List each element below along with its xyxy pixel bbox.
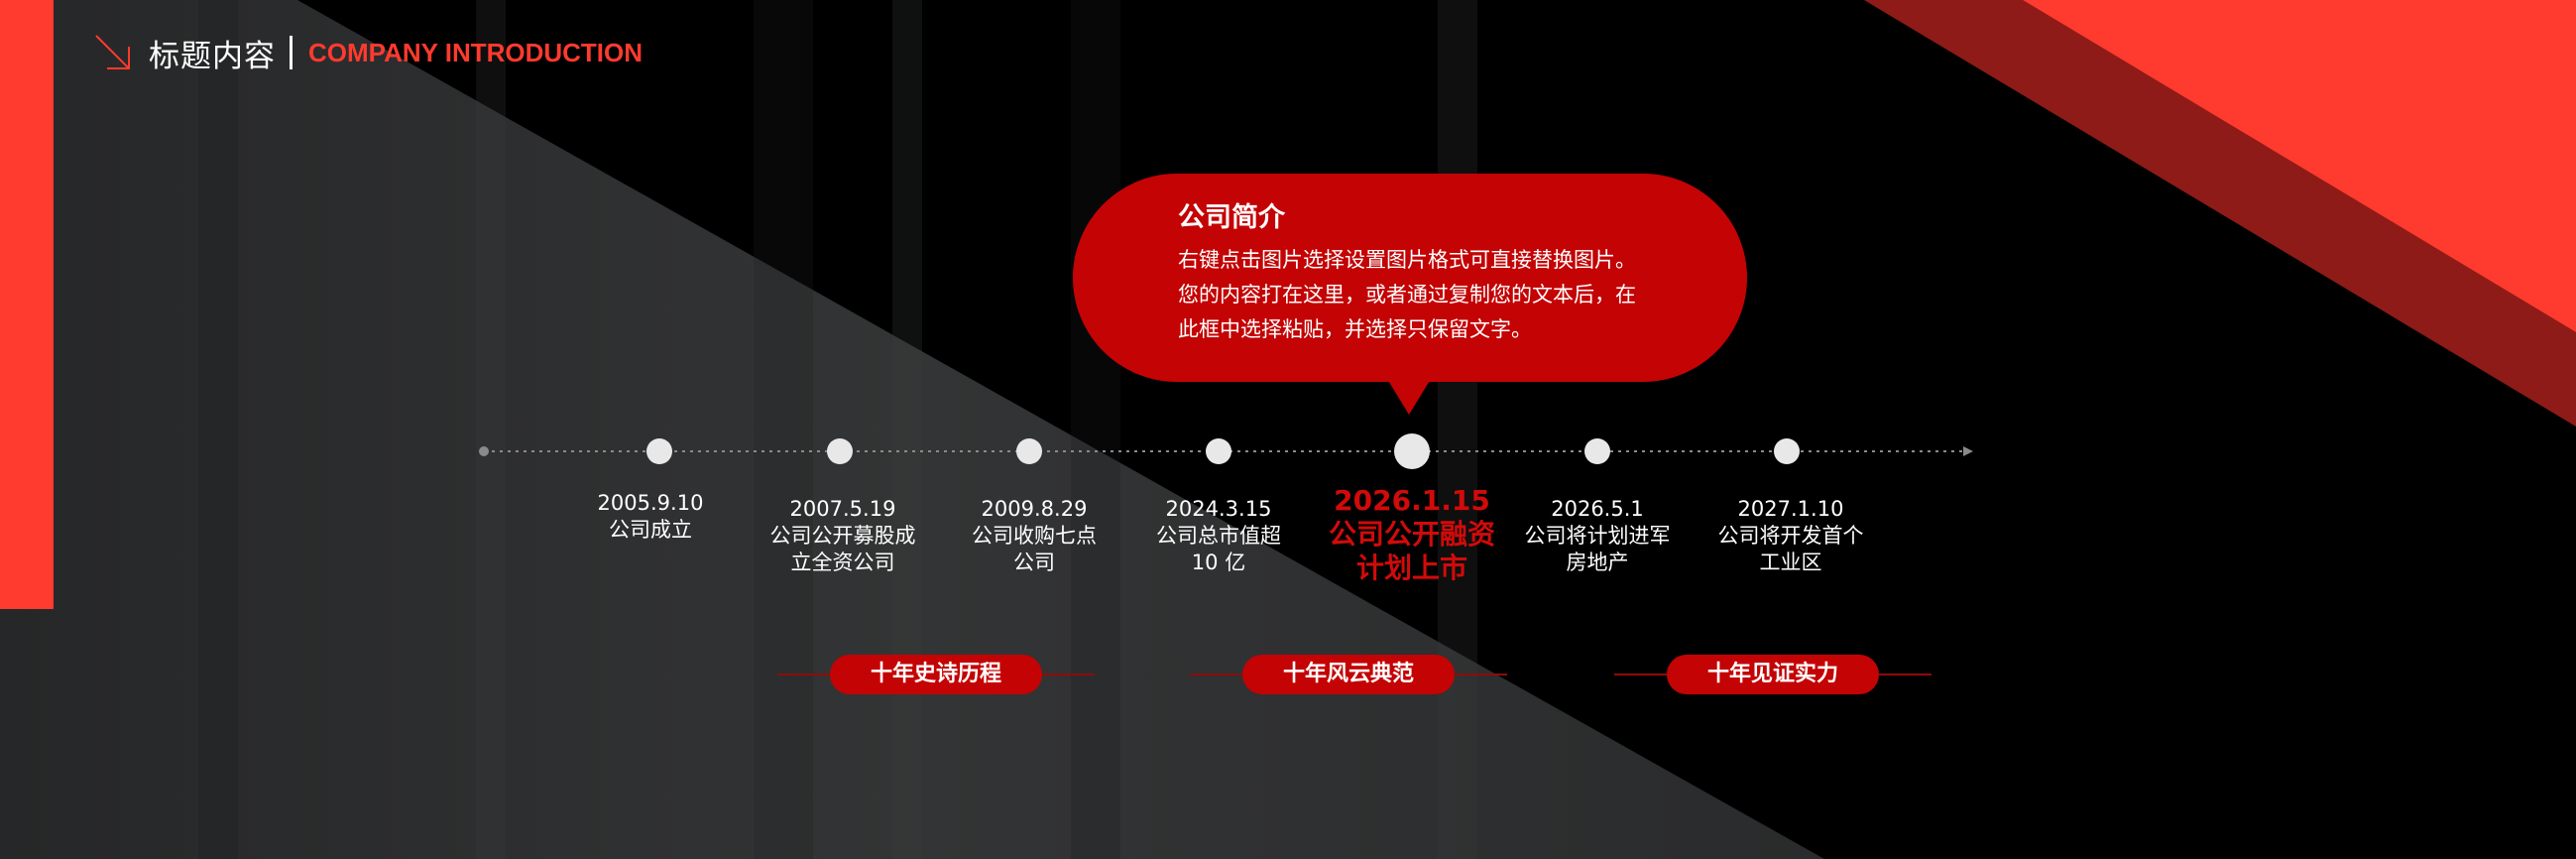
timeline-node	[1584, 438, 1610, 464]
intro-title: 公司简介	[1178, 202, 1285, 233]
intro-line: 您的内容打在这里，或者通过复制您的文本后，在	[1178, 283, 1636, 307]
intro-text: 右键点击图片选择设置图片格式可直接替换图片。 您的内容打在这里，或者通过复制您的…	[1178, 243, 1694, 347]
era-pill: 十年见证实力	[1667, 655, 1879, 694]
era-pill: 十年风云典范	[1242, 655, 1455, 694]
page-subtitle: COMPANY INTRODUCTION	[308, 37, 644, 67]
timeline-event: 2024.3.15 公司总市值超 10 亿	[1105, 496, 1333, 576]
event-date: 2027.1.10	[1737, 497, 1844, 521]
event-text: 公司公开募股成	[769, 524, 916, 548]
timeline-event: 2026.5.1 公司将计划进军 房地产	[1483, 496, 1711, 576]
intro-line: 此框中选择粘贴，并选择只保留文字。	[1178, 317, 1532, 341]
intro-bubble: 公司简介 右键点击图片选择设置图片格式可直接替换图片。 您的内容打在这里，或者通…	[1073, 174, 1747, 415]
left-red-bar	[0, 0, 54, 609]
dark-red-stripe	[1864, 0, 2576, 427]
event-date: 2024.3.15	[1165, 497, 1272, 521]
timeline-event-highlight: 2026.1.15 公司公开融资 计划上市	[1298, 484, 1526, 585]
intro-line: 右键点击图片选择设置图片格式可直接替换图片。	[1178, 248, 1636, 272]
timeline-arrow-icon	[1963, 446, 1973, 456]
event-text: 公司成立	[609, 518, 692, 542]
timeline-node	[1206, 438, 1231, 464]
event-text: 公司将计划进军	[1524, 524, 1671, 548]
red-corner	[2023, 0, 2576, 332]
event-text: 立全资公司	[790, 551, 895, 574]
texture-stripes	[198, 0, 1477, 859]
timeline-event: 2009.8.29 公司收购七点 公司	[920, 496, 1148, 576]
event-text: 公司收购七点	[972, 524, 1097, 548]
event-text: 计划上市	[1355, 552, 1467, 584]
timeline-start-dot	[479, 446, 489, 456]
event-date: 2005.9.10	[597, 491, 704, 515]
event-date: 2026.1.15	[1334, 484, 1490, 517]
header: 标题内容 COMPANY INTRODUCTION	[93, 28, 643, 77]
page-title: 标题内容	[149, 38, 276, 74]
event-text: 工业区	[1759, 551, 1822, 574]
timeline-node-highlight	[1394, 433, 1430, 469]
event-date: 2007.5.19	[789, 497, 896, 521]
gray-diagonal-panel	[0, 0, 1824, 859]
timeline-node	[827, 438, 853, 464]
event-text: 公司公开融资	[1328, 518, 1495, 551]
timeline-node	[1774, 438, 1800, 464]
event-date: 2009.8.29	[981, 497, 1088, 521]
title-divider	[290, 36, 293, 69]
event-text: 公司	[1013, 551, 1055, 574]
timeline-event: 2005.9.10 公司成立	[536, 490, 764, 544]
timeline-node	[646, 438, 672, 464]
timeline-event: 2027.1.10 公司将开发首个 工业区	[1677, 496, 1905, 576]
event-text: 房地产	[1566, 551, 1629, 574]
arrow-down-right-icon	[95, 35, 130, 69]
event-date: 2026.5.1	[1551, 497, 1644, 521]
timeline-node	[1016, 438, 1042, 464]
event-text: 公司总市值超	[1156, 524, 1281, 548]
bubble-tail	[1387, 379, 1431, 415]
timeline-event: 2007.5.19 公司公开募股成 立全资公司	[729, 496, 957, 576]
event-text: 公司将开发首个	[1717, 524, 1864, 548]
event-text: 10 亿	[1191, 551, 1246, 574]
era-pill: 十年史诗历程	[830, 655, 1042, 694]
